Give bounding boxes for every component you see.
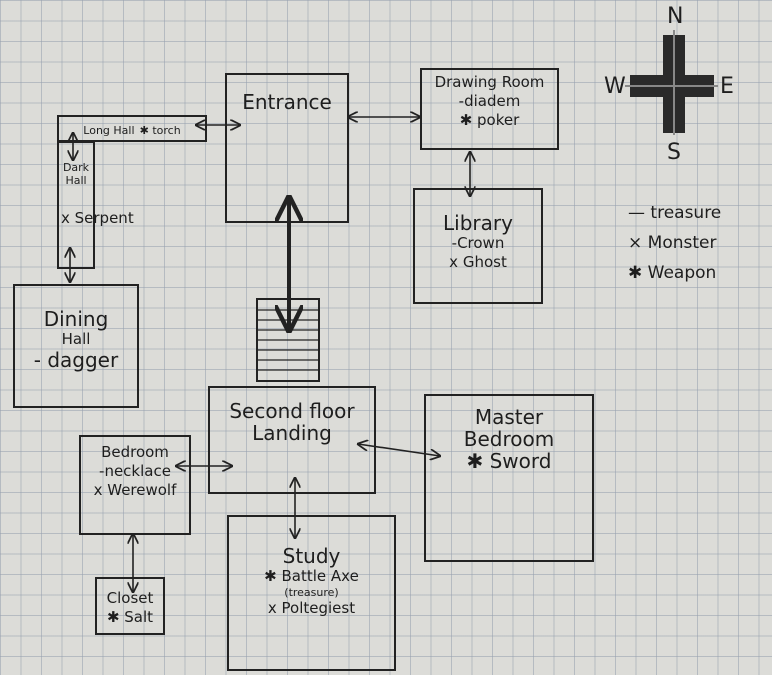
arrow-landing-masterbedroom [358, 444, 440, 456]
room-master-bedroom-name: Master [474, 405, 544, 429]
room-dining-hall-name: Dining [43, 307, 109, 331]
dash-icon: — [628, 203, 645, 223]
room-dining-hall-item: - dagger [33, 348, 119, 372]
room-closet-item: ✱ Salt [106, 608, 154, 626]
room-master-bedroom-item: ✱ Sword [466, 449, 552, 473]
room-second-floor-landing: Second floor Landing [208, 386, 376, 494]
room-entrance: Entrance [225, 73, 349, 223]
room-study-name: Study [282, 544, 341, 568]
legend-monster: × Monster [628, 233, 717, 253]
legend: — treasure × Monster ✱ Weapon [628, 198, 721, 288]
compass-west: W [604, 74, 626, 99]
room-drawing-room-item: -diadem [458, 92, 521, 110]
room-dark-hall: Dark Hall x Serpent [57, 141, 134, 269]
asterisk-icon: ✱ [628, 263, 643, 283]
compass-east: E [720, 74, 734, 99]
compass-north: N [667, 4, 684, 29]
room-long-hall-item: ✱ torch [139, 124, 181, 137]
stairs-icon [256, 298, 320, 382]
room-drawing-room-item: ✱ poker [459, 111, 520, 129]
room-closet-name: Closet [106, 589, 154, 607]
room-library: Library -Crown x Ghost [413, 188, 543, 304]
room-study-item: (treasure) [284, 586, 339, 599]
legend-weapon: ✱ Weapon [628, 263, 717, 283]
room-drawing-room-name: Drawing Room [434, 73, 545, 91]
room-drawing-room: Drawing Room -diadem ✱ poker [420, 68, 559, 150]
room-dining-hall: Dining Hall - dagger [13, 284, 139, 408]
room-dark-hall-name: Dark [62, 161, 90, 174]
room-library-item: x Ghost [449, 253, 507, 271]
room-dark-hall-name: Hall [65, 174, 87, 187]
room-study-item: ✱ Battle Axe [264, 567, 359, 585]
room-bedroom-item: x Werewolf [93, 481, 177, 499]
room-bedroom: Bedroom -necklace x Werewolf [79, 435, 191, 535]
room-long-hall: Long Hall ✱ torch [57, 115, 207, 142]
cross-icon: × [628, 233, 643, 253]
room-long-hall-name: Long Hall [83, 124, 135, 137]
room-master-bedroom: Master Bedroom ✱ Sword [424, 394, 594, 562]
room-study-item: x Poltegiest [267, 599, 356, 617]
room-closet: Closet ✱ Salt [95, 577, 165, 635]
room-bedroom-item: -necklace [99, 462, 171, 480]
room-bedroom-name: Bedroom [101, 443, 169, 461]
room-library-item: -Crown [451, 234, 505, 252]
room-landing-name: Landing [252, 421, 332, 445]
legend-treasure: — treasure [628, 203, 722, 223]
room-master-bedroom-name: Bedroom [463, 427, 555, 451]
room-dark-hall-item: x Serpent [61, 209, 134, 227]
compass-rose-icon [625, 30, 718, 135]
room-landing-name: Second floor [229, 399, 355, 423]
room-entrance-name: Entrance [242, 90, 332, 114]
compass-south: S [667, 140, 681, 165]
room-library-name: Library [443, 211, 513, 235]
room-dining-hall-name: Hall [61, 330, 91, 348]
room-study: Study ✱ Battle Axe (treasure) x Poltegie… [227, 515, 396, 671]
